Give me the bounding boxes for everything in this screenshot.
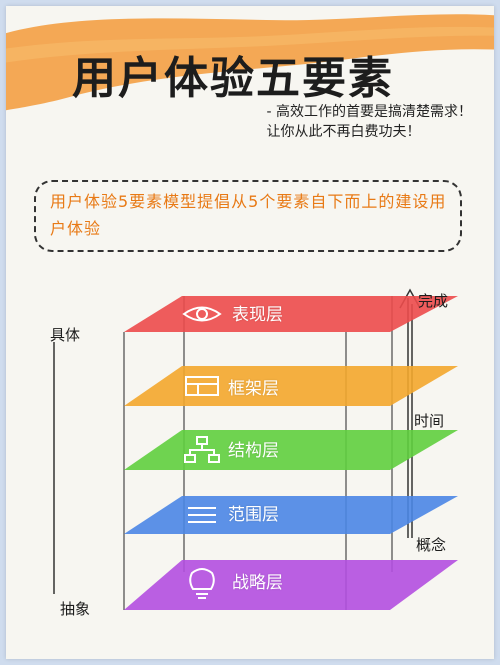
axis-label-concrete: 具体	[50, 326, 81, 344]
layer-5-plane	[124, 560, 458, 610]
brush-stroke	[6, 14, 494, 111]
page-title: 用户体验五要素	[72, 53, 394, 104]
hierarchy-icon	[184, 436, 220, 463]
layer-4-plane	[124, 496, 458, 534]
axis-label-complete: 完成	[418, 292, 449, 310]
axis-label-time: 时间	[414, 412, 445, 430]
subtitle: - 高效工作的首要是搞清楚需求！ 让你从此不再白费功夫！	[266, 102, 472, 142]
callout-box	[34, 180, 462, 252]
subtitle-line-1: - 高效工作的首要是搞清楚需求！	[266, 104, 472, 120]
eye-icon	[182, 306, 222, 322]
poster: 用户体验五要素 - 高效工作的首要是搞清楚需求！ 让你从此不再白费功夫！ 用户体…	[6, 6, 494, 659]
layer-label-skeleton: 框架层	[228, 379, 279, 399]
layer-label-strategy: 战略层	[232, 573, 283, 593]
layer-label-structure: 结构层	[228, 441, 279, 461]
callout-text: 用户体验5要素模型提倡从5个要素自下而上的建设用户体验	[50, 192, 447, 238]
layer-1-plane	[124, 296, 458, 332]
layer-label-surface: 表现层	[232, 305, 283, 325]
layout-icon	[185, 376, 219, 396]
list-icon	[188, 507, 216, 523]
axis-label-concept: 概念	[416, 536, 447, 554]
axis-label-abstract: 抽象	[60, 600, 91, 618]
layer-label-scope: 范围层	[228, 505, 279, 525]
subtitle-line-2: 让你从此不再白费功夫！	[266, 124, 421, 140]
layer-diagram	[53, 288, 458, 610]
lightbulb-icon	[189, 568, 215, 599]
